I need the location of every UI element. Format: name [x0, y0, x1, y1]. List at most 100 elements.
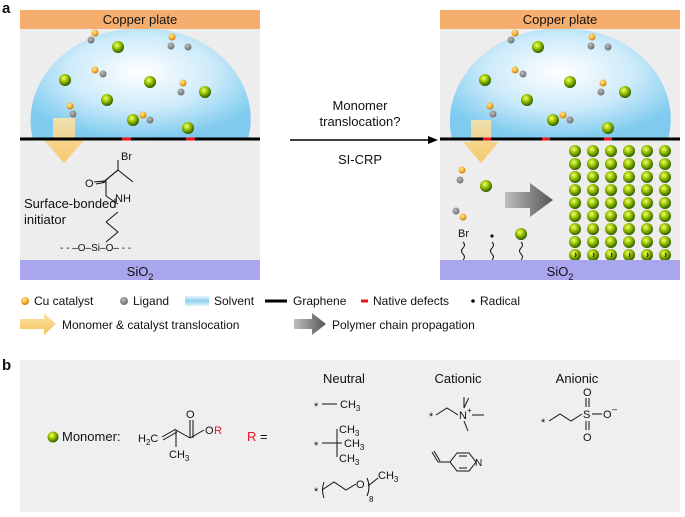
right-br-label: Br — [458, 228, 469, 240]
arrow-label-translocation: translocation? — [320, 114, 401, 129]
brush-monomer — [641, 223, 653, 235]
brush-monomer — [641, 184, 653, 196]
brush-monomer — [641, 158, 653, 170]
monomer-particle — [515, 228, 527, 240]
monomer-particle — [602, 122, 614, 134]
ligand-particle — [69, 110, 77, 118]
brush-monomer — [623, 249, 635, 261]
reaction-arrow-head — [428, 136, 438, 144]
cationic-heading: Cationic — [435, 371, 482, 386]
brush-monomer — [641, 171, 653, 183]
anionic-sulfonate: * S O O O – — [541, 387, 617, 444]
monomer-particle — [59, 74, 71, 86]
monomer-particle — [619, 86, 631, 98]
chem-br-label: Br — [121, 151, 132, 163]
arrow-label-si-crp: SI-CRP — [338, 152, 382, 167]
monomer-particle — [564, 76, 576, 88]
brush-monomer — [587, 210, 599, 222]
brush-monomer — [569, 197, 581, 209]
ligand-particle — [87, 36, 95, 44]
right-sio2-label: SiO2 — [547, 264, 574, 282]
formula-ch3: CH3 — [169, 449, 190, 463]
chem-o-label: O — [85, 178, 94, 190]
ligand-particle — [507, 36, 515, 44]
monomer-particle — [127, 114, 139, 126]
left-solvent-droplet — [30, 28, 251, 139]
legend-solvent-icon — [185, 296, 209, 306]
brush-monomer — [569, 210, 581, 222]
cu-catalyst-particle — [179, 79, 187, 87]
cu-catalyst-particle — [91, 66, 99, 74]
cu-catalyst-particle — [486, 102, 494, 110]
ligand-particle — [566, 116, 574, 124]
translocation-arrow-right — [463, 120, 499, 163]
star: * — [314, 440, 319, 452]
formula-ester-o: O — [205, 425, 214, 437]
ligand-particle — [604, 43, 612, 51]
brush-monomer — [587, 249, 599, 261]
left-sio2-label: SiO2 — [127, 264, 154, 282]
left-sio2-substrate — [20, 260, 260, 280]
brush-monomer — [641, 249, 653, 261]
cu-catalyst-particle — [458, 166, 466, 174]
brush-monomer — [587, 171, 599, 183]
brush-monomer — [623, 197, 635, 209]
ligand-particle — [452, 207, 460, 215]
r-equals: R = — [247, 429, 268, 444]
legend-cu-icon — [21, 297, 29, 305]
neutral-peg: * O 8 CH3 — [314, 470, 399, 504]
brush-monomer — [605, 223, 617, 235]
brush-monomer — [659, 158, 671, 170]
legend-translocation-icon — [20, 313, 56, 335]
brush-anchor — [646, 252, 649, 258]
cu-catalyst-particle — [511, 66, 519, 74]
panel-b-label: b — [2, 357, 11, 374]
brush-monomer — [605, 236, 617, 248]
brush-monomer — [569, 249, 581, 261]
brush-monomer — [605, 197, 617, 209]
brush-anchor — [592, 252, 595, 258]
brush-monomer — [587, 197, 599, 209]
left-scene: Copper plate SiO2 — [20, 10, 260, 282]
right-solvent-droplet — [449, 28, 671, 139]
ligand-particle — [177, 88, 185, 96]
brush-monomer — [605, 249, 617, 261]
brush-monomer — [569, 184, 581, 196]
monomer-particle — [112, 41, 124, 53]
cu-catalyst-particle — [459, 213, 467, 221]
brush-monomer — [569, 223, 581, 235]
ligand-particle — [597, 88, 605, 96]
radical-dot — [490, 234, 494, 238]
brush-monomer — [623, 210, 635, 222]
cu-catalyst-particle — [66, 102, 74, 110]
initiator-label-line1: Surface-bonded — [24, 196, 117, 211]
legend-radical-label: Radical — [480, 294, 520, 308]
cationic-plus: + — [467, 406, 472, 415]
ligand-particle — [489, 110, 497, 118]
brush-monomer — [605, 210, 617, 222]
anionic-o1: O — [583, 387, 592, 399]
anionic-o2: O — [583, 432, 592, 444]
neutral-2-ch3-a: CH3 — [339, 424, 360, 438]
arrow-label-monomer: Monomer — [333, 98, 389, 113]
brush-anchor — [574, 252, 577, 258]
brush-monomer — [641, 145, 653, 157]
panel-a-label: a — [2, 0, 11, 17]
brush-monomer — [659, 184, 671, 196]
cu-catalyst-particle — [559, 111, 567, 119]
brush-monomer — [587, 223, 599, 235]
left-copper-plate — [20, 10, 260, 29]
legend-graphene-label: Graphene — [293, 294, 347, 308]
monomer-particle — [144, 76, 156, 88]
brush-monomer — [587, 145, 599, 157]
brush-monomer — [659, 171, 671, 183]
monomer-particle — [480, 180, 492, 192]
brush-monomer — [623, 171, 635, 183]
right-sio2-substrate — [440, 260, 680, 280]
ligand-particle — [167, 42, 175, 50]
neutral-heading: Neutral — [323, 371, 365, 386]
brush-monomer — [569, 145, 581, 157]
cu-catalyst-particle — [139, 111, 147, 119]
cu-catalyst-particle — [588, 33, 596, 41]
brush-monomer — [641, 197, 653, 209]
